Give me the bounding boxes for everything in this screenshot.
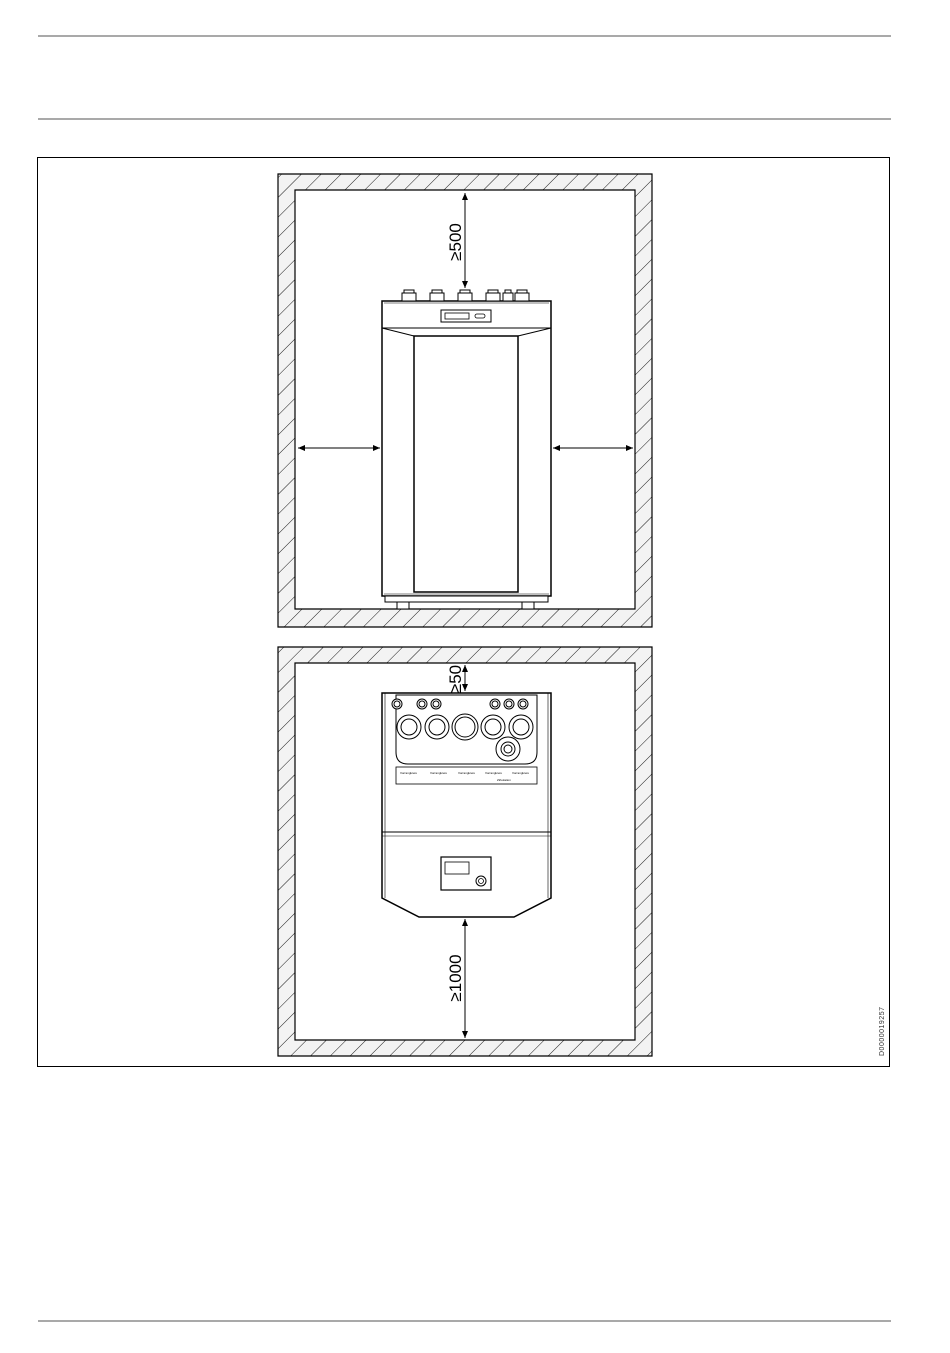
front-view: ≥500	[278, 174, 652, 627]
heat-pump-top	[382, 693, 551, 917]
top-dim-bottom-label: ≥1000	[446, 954, 465, 1001]
panel-label-4: Vorrangkreis	[485, 771, 502, 775]
panel-sublabel: Zirkulation	[497, 778, 511, 782]
panel-label-3: Vorrangkreis	[458, 771, 475, 775]
pipe-connections-top	[402, 290, 529, 301]
document-id: D0000019257	[879, 1007, 886, 1057]
top-dim-top-label: ≥50	[446, 665, 465, 693]
heat-pump-front	[382, 290, 551, 609]
panel-label-5: Vorrangkreis	[512, 771, 529, 775]
panel-label-1: Vorrangkreis	[400, 771, 417, 775]
panel-label-2: Vorrangkreis	[430, 771, 447, 775]
top-view: Vorrangkreis Vorrangkreis Vorrangkreis V…	[278, 647, 652, 1056]
front-dim-top-label: ≥500	[446, 223, 465, 261]
